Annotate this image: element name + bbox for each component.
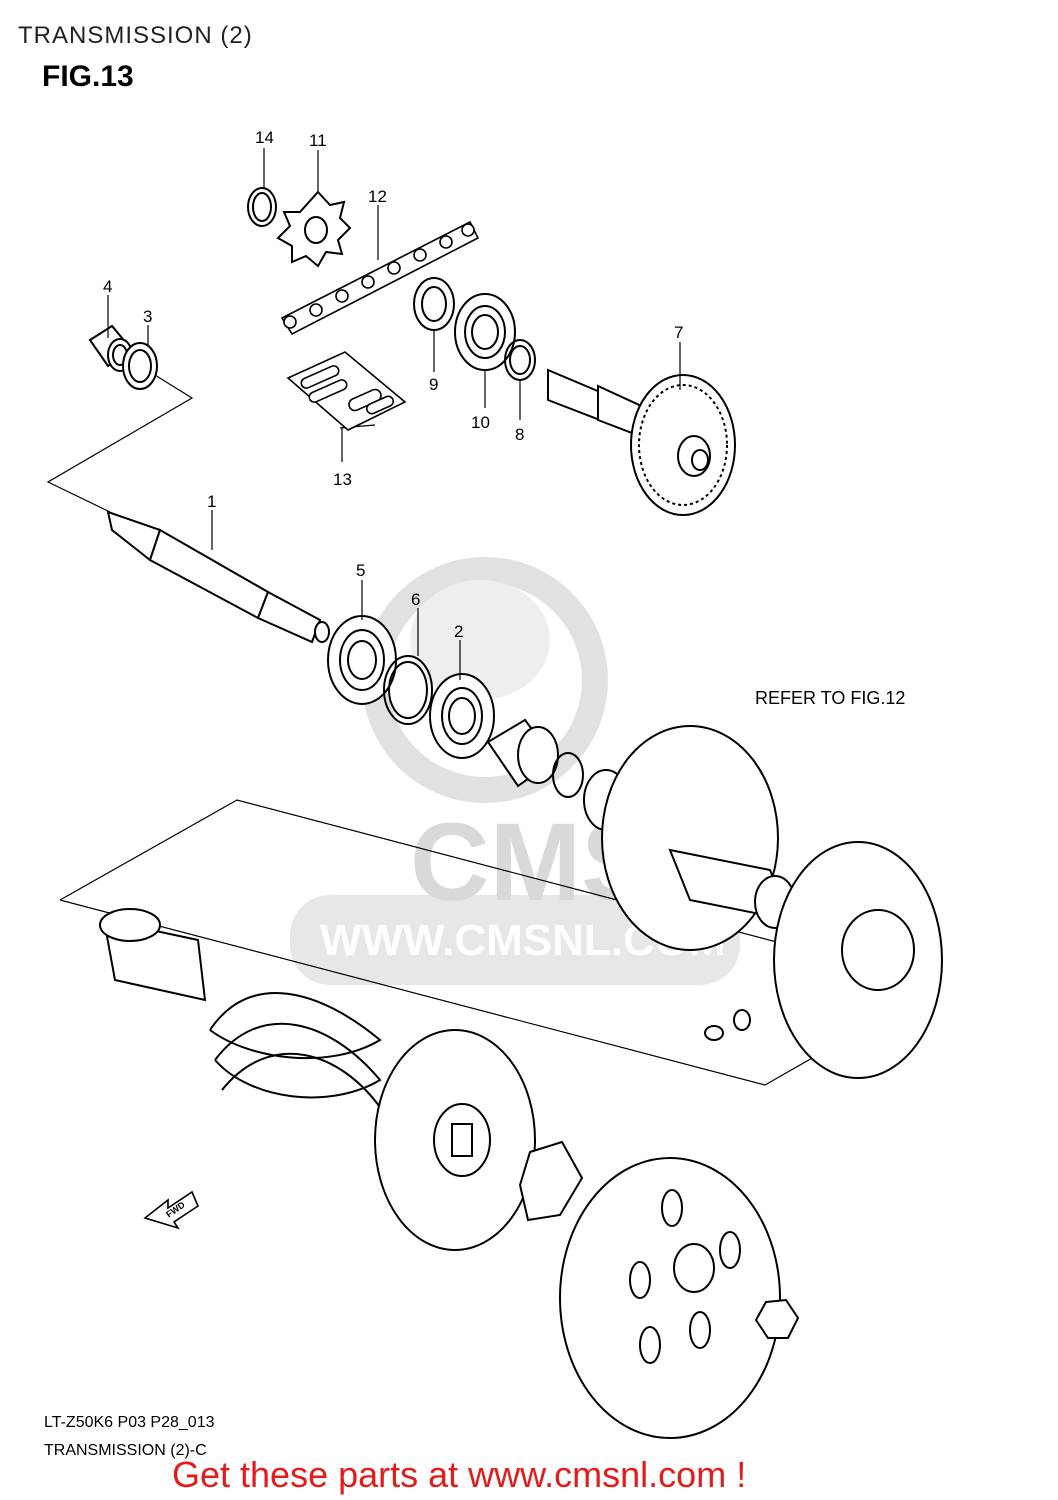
part-8-circlip[interactable]: [505, 340, 535, 380]
reference-note: REFER TO FIG.12: [755, 688, 906, 708]
small-circlip[interactable]: [553, 753, 583, 797]
fwd-arrow-icon: FWD: [145, 1192, 198, 1228]
driven-face[interactable]: [602, 726, 778, 950]
part-2-bearing[interactable]: [430, 674, 494, 758]
part-number-1: 1: [207, 492, 216, 511]
part-number-6: 6: [411, 590, 420, 609]
part-13-chain-joint[interactable]: [288, 352, 405, 430]
clutch-housing-slot[interactable]: [690, 1312, 710, 1348]
part-9-oil-seal[interactable]: [414, 278, 454, 330]
part-10-bearing[interactable]: [455, 294, 515, 370]
part-number-3: 3: [143, 307, 152, 326]
clutch-nut[interactable]: [520, 1142, 582, 1220]
part-number-labels: 14 11 12 4 3 9 10 8 7 13 1 5 6 2: [103, 128, 683, 641]
pin-washer[interactable]: [734, 1010, 750, 1030]
part-number-7: 7: [674, 323, 683, 342]
clutch-housing-slot[interactable]: [662, 1190, 682, 1226]
part-number-14: 14: [255, 128, 274, 147]
part-number-4: 4: [103, 277, 112, 296]
part-14-snap-ring[interactable]: [248, 188, 276, 226]
clutch-assembly: [100, 720, 942, 1438]
part-3-washer[interactable]: [123, 343, 157, 389]
part-number-13: 13: [333, 470, 352, 489]
collar-end[interactable]: [100, 909, 160, 941]
clutch-housing[interactable]: [560, 1158, 780, 1438]
part-number-9: 9: [429, 375, 438, 394]
figure-label: FIG.13: [42, 60, 134, 93]
part-number-2: 2: [454, 622, 463, 641]
part-6-circlip[interactable]: [384, 656, 432, 724]
page-title: TRANSMISSION (2): [18, 22, 253, 49]
needle-roller-bearing-end[interactable]: [518, 727, 558, 783]
diagram-code: LT-Z50K6 P03 P28_013: [44, 1414, 215, 1431]
leader-lines: [108, 148, 680, 680]
part-11-sprocket[interactable]: [278, 192, 350, 266]
part-number-10: 10: [471, 413, 490, 432]
clutch-shoe-hub-hole[interactable]: [452, 1124, 472, 1156]
part-number-8: 8: [515, 425, 524, 444]
promo-link[interactable]: Get these parts at www.cmsnl.com !: [172, 1454, 747, 1495]
diagram-caption: TRANSMISSION (2)-C: [44, 1442, 207, 1459]
clutch-housing-hub[interactable]: [674, 1244, 714, 1292]
movable-driven-face-hub[interactable]: [842, 910, 914, 990]
housing-nut[interactable]: [756, 1300, 798, 1338]
clutch-housing-slot[interactable]: [720, 1232, 740, 1268]
part-number-11: 11: [309, 131, 327, 150]
part-number-5: 5: [356, 561, 365, 580]
clutch-housing-slot[interactable]: [630, 1262, 650, 1298]
watermark-mascot-head: [410, 580, 550, 700]
clutch-housing-slot[interactable]: [640, 1327, 660, 1363]
part-5-bearing[interactable]: [328, 616, 396, 704]
part-number-12: 12: [368, 187, 387, 206]
part-7-output-gear-shaft[interactable]: [548, 370, 735, 515]
part-1-primary-shaft[interactable]: [108, 512, 329, 642]
pin[interactable]: [705, 1026, 723, 1040]
part-12-drive-chain[interactable]: [282, 222, 478, 334]
clutch-spring[interactable]: [210, 993, 382, 1110]
